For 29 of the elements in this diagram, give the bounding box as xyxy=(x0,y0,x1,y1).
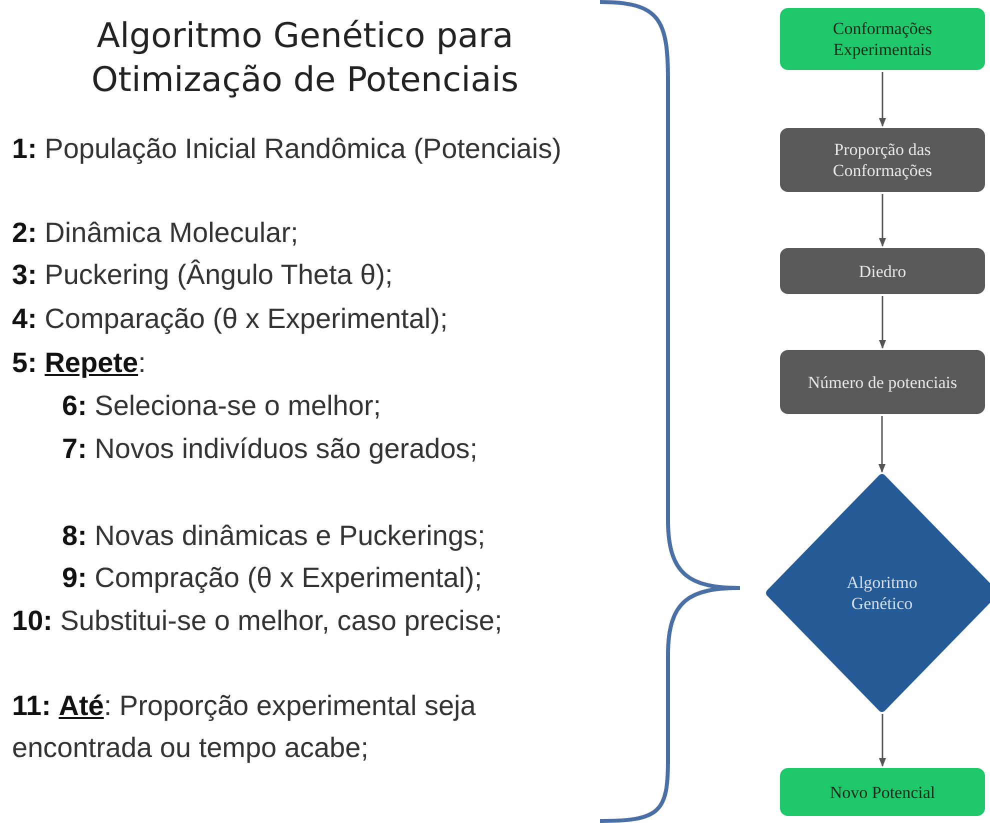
step-text: 10: Substitui-se o melhor, caso precise; xyxy=(12,604,504,638)
process-box xyxy=(780,8,985,70)
step-text: 5: Repete: xyxy=(12,346,147,380)
process-box xyxy=(780,128,985,192)
node-text: Algoritmo Genético xyxy=(846,572,918,614)
step-text: 9: Compração (θ x Experimental); xyxy=(61,561,484,595)
process-box xyxy=(780,248,985,294)
arrow xyxy=(878,72,886,127)
step-text: 3: Puckering (Ângulo Theta θ); xyxy=(12,258,394,292)
node-text: Conformações Experimentais xyxy=(832,18,934,60)
step-text: 4: Comparação (θ x Experimental); xyxy=(12,302,449,336)
node-text: Novo Potencial xyxy=(830,782,936,802)
node-text: Número de potenciais xyxy=(808,372,958,392)
process-box xyxy=(780,768,985,816)
arrow xyxy=(878,714,886,767)
node-text: Proporção das Conformações xyxy=(832,139,934,181)
node-text: Diedro xyxy=(858,260,906,282)
step-text: 2: Dinâmica Molecular; xyxy=(12,216,300,250)
decision-diamond xyxy=(766,474,990,712)
step-text: 8: Novas dinâmicas e Puckerings; xyxy=(61,519,486,553)
arrow xyxy=(878,416,886,473)
step-text: 6: Seleciona-se o melhor; xyxy=(61,389,382,423)
arrow xyxy=(878,194,886,247)
arrow xyxy=(878,296,886,349)
step-text: 1: População Inicial Randômica (Potenciais) xyxy=(12,132,562,166)
process-box xyxy=(780,350,985,414)
step-text: 7: Novos indivíduos são gerados; xyxy=(61,432,479,466)
step-text: 11: Até: Proporção experimental seja encontrada ou tempo acabe; xyxy=(12,689,477,765)
title: Algoritmo Genético para Otimização de Potenciais xyxy=(90,15,520,102)
